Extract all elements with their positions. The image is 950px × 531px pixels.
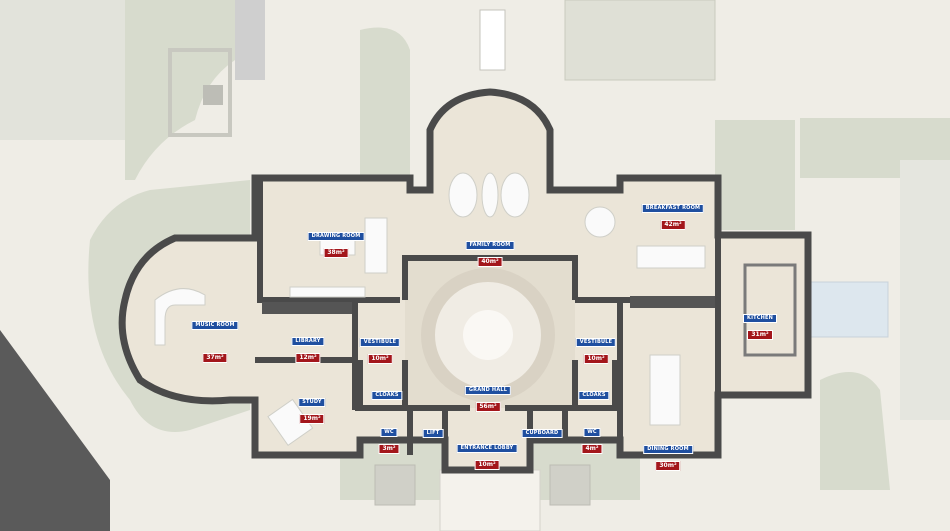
paving [0, 330, 110, 531]
room-cloaks-left: CLOAKS [371, 383, 403, 400]
tree-canopy [125, 0, 235, 180]
garden-bed [564, 0, 716, 81]
room-lift: LIFT [422, 421, 444, 438]
front-steps [439, 469, 541, 531]
room-cloaks-right: CLOAKS [578, 383, 610, 400]
pool [807, 281, 889, 338]
room-cupboard: CUPBOARD [521, 421, 563, 438]
tree-canopy [715, 120, 795, 230]
outdoor-dining-table [479, 9, 506, 71]
lawn [0, 0, 130, 140]
tree-canopy [820, 372, 890, 490]
terrace [900, 160, 950, 420]
kitchen-counter [743, 263, 797, 357]
tree-canopy [360, 27, 410, 190]
